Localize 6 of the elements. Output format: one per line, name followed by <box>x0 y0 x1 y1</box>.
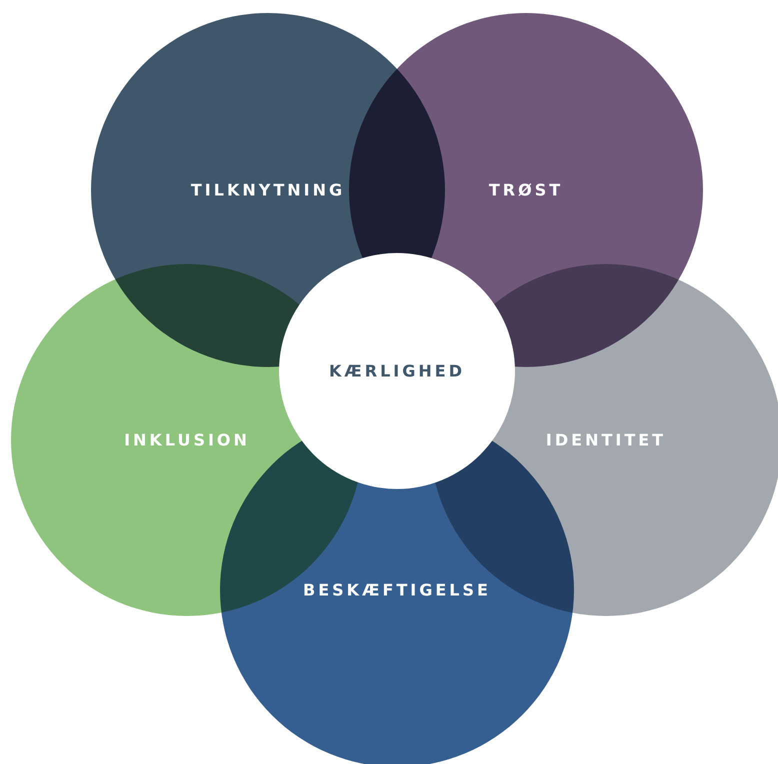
circle-label: TRØST <box>488 180 564 200</box>
circle-label: BESKÆFTIGELSE <box>303 580 491 600</box>
circle-label: TILKNYTNING <box>190 180 346 200</box>
circle-label: INKLUSION <box>124 430 250 450</box>
circle-label: IDENTITET <box>546 430 666 450</box>
circle-label: KÆRLIGHED <box>329 362 465 380</box>
